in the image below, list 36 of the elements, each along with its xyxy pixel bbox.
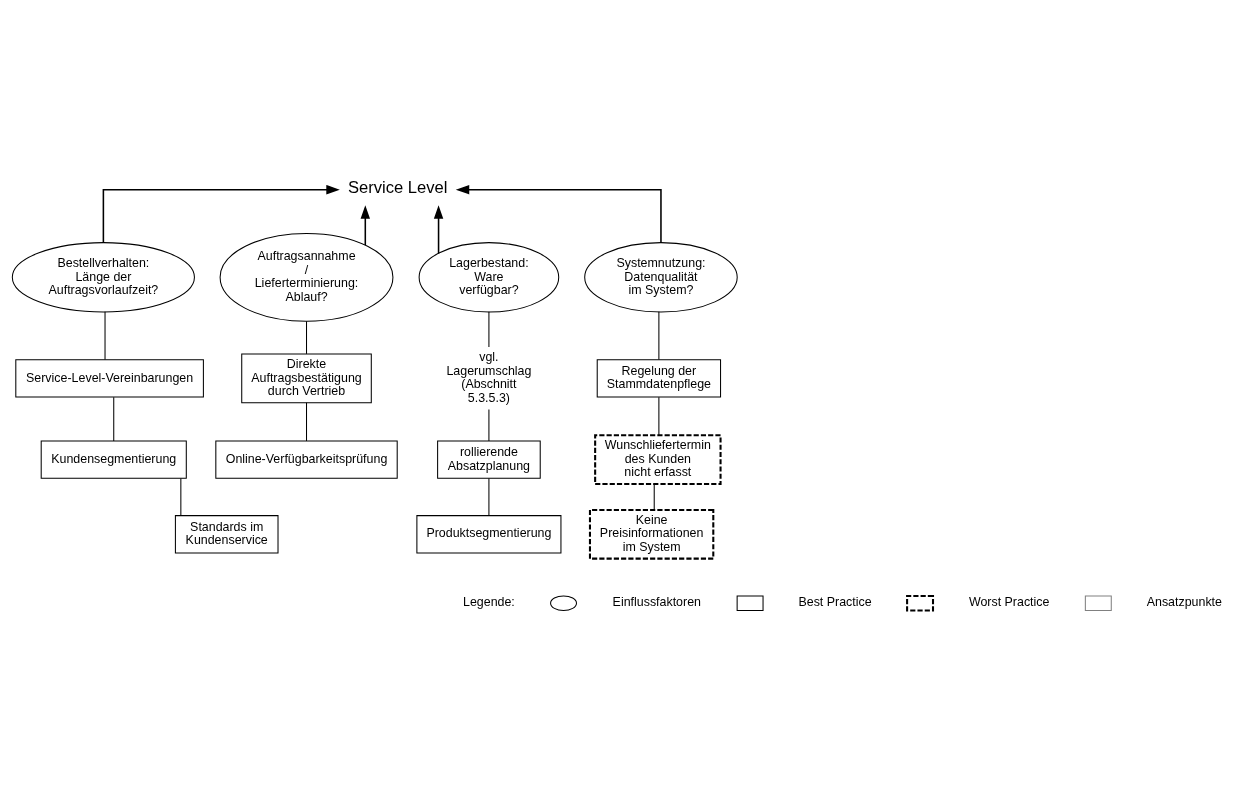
node-text: vgl. Lagerumschlag (Abschnitt 5.3.5.3)	[446, 349, 532, 405]
label: Legende:	[463, 594, 515, 609]
connector	[180, 477, 182, 516]
arrow	[360, 204, 370, 246]
legend-label: Ansatzpunkte	[1146, 594, 1222, 609]
node-text: Service Level	[347, 177, 448, 197]
arrow	[102, 184, 340, 243]
node-ellipse: Systemnutzung: Datenqualität im System?	[584, 241, 738, 313]
connector	[488, 408, 490, 441]
legend-label: Worst Practice	[968, 594, 1050, 609]
node-box: Standards im Kundenservice	[174, 514, 279, 553]
connector	[488, 310, 490, 348]
legend-label: Einflussfaktoren	[612, 594, 702, 609]
node-box: Wunschliefertermin des Kunden nicht erfasst	[594, 433, 722, 485]
node-box: Regelung der Stammdatenpflege	[596, 358, 722, 397]
connector	[488, 477, 490, 516]
arrow	[455, 184, 662, 243]
node-box: Online-Verfügbarkeitsprüfung	[215, 440, 398, 479]
node-box: Service-Level-Vereinbarungen	[15, 358, 204, 397]
connector	[658, 396, 660, 436]
node-box: Keine Preisinformationen im System	[588, 508, 715, 560]
connector	[306, 320, 308, 354]
connector	[306, 401, 308, 441]
connector	[113, 396, 115, 441]
node-box: Produktsegmentierung	[416, 514, 562, 553]
node-box: rollierende Absatzplanung	[437, 440, 541, 479]
arrow	[433, 204, 444, 254]
node-ellipse: Bestellverhalten: Länge der Auftragsvorlaufzeit?	[11, 241, 195, 313]
node-box: Direkte Auftragsbestätigung durch Vertrieb	[241, 352, 372, 403]
connector	[104, 310, 106, 360]
connector	[658, 310, 660, 360]
legend-label: Best Practice	[798, 594, 872, 609]
node-ellipse: Auftragsannahme / Lieferterminierung: Ablauf?	[219, 232, 394, 322]
node-ellipse: Lagerbestand: Ware verfügbar?	[418, 241, 560, 313]
node-box: Kundensegmentierung	[40, 440, 187, 479]
connector	[653, 483, 655, 510]
